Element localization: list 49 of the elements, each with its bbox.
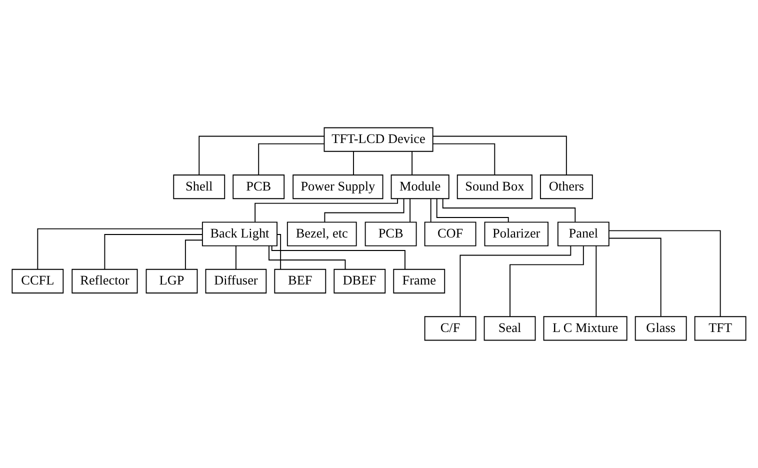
node-box: C/F <box>424 316 476 341</box>
connector <box>460 245 572 317</box>
connector <box>184 240 203 270</box>
connector <box>432 143 496 176</box>
connector <box>436 198 509 222</box>
connector <box>432 136 567 176</box>
connector <box>268 246 346 270</box>
node-box: Module <box>390 174 450 200</box>
connector <box>608 238 662 317</box>
node-box: L C Mixture <box>543 316 628 341</box>
connector <box>276 234 282 270</box>
connector <box>596 246 597 318</box>
connector <box>271 246 406 270</box>
connector <box>412 151 413 176</box>
node-box: Seal <box>484 316 536 341</box>
node-box: COF <box>424 222 476 246</box>
node-box: LGP <box>146 268 198 294</box>
node-box: Sound Box <box>456 174 532 200</box>
node-box: Panel <box>557 222 610 246</box>
node-box: PCB <box>364 222 417 246</box>
connector <box>608 230 721 317</box>
node-box: Glass <box>634 316 687 341</box>
connector <box>235 245 236 270</box>
node-box: Bezel, etc <box>286 222 357 246</box>
connector <box>37 228 203 270</box>
node-box: Power Supply <box>292 174 384 200</box>
node-box: TFT-LCD Device <box>324 127 434 152</box>
connector <box>198 136 325 176</box>
node-box: Diffuser <box>205 268 267 294</box>
connector <box>410 198 411 222</box>
node-box: CCFL <box>12 268 64 294</box>
node-box: PCB <box>232 174 285 200</box>
node-box: Back Light <box>202 222 278 246</box>
connector <box>353 151 354 176</box>
node-box: Frame <box>393 268 446 294</box>
node-box: Reflector <box>72 268 138 294</box>
node-box: Polarizer <box>484 222 548 246</box>
connector <box>430 198 432 222</box>
node-box: Shell <box>173 174 226 200</box>
connector <box>510 246 584 317</box>
node-box: TFT <box>694 316 746 341</box>
connector <box>324 198 404 223</box>
node-box: DBEF <box>334 268 386 294</box>
connector <box>104 234 203 270</box>
connector <box>442 198 576 222</box>
connector <box>258 143 325 176</box>
node-box: Others <box>540 174 593 200</box>
node-box: BEF <box>274 268 326 294</box>
connector <box>254 198 398 222</box>
